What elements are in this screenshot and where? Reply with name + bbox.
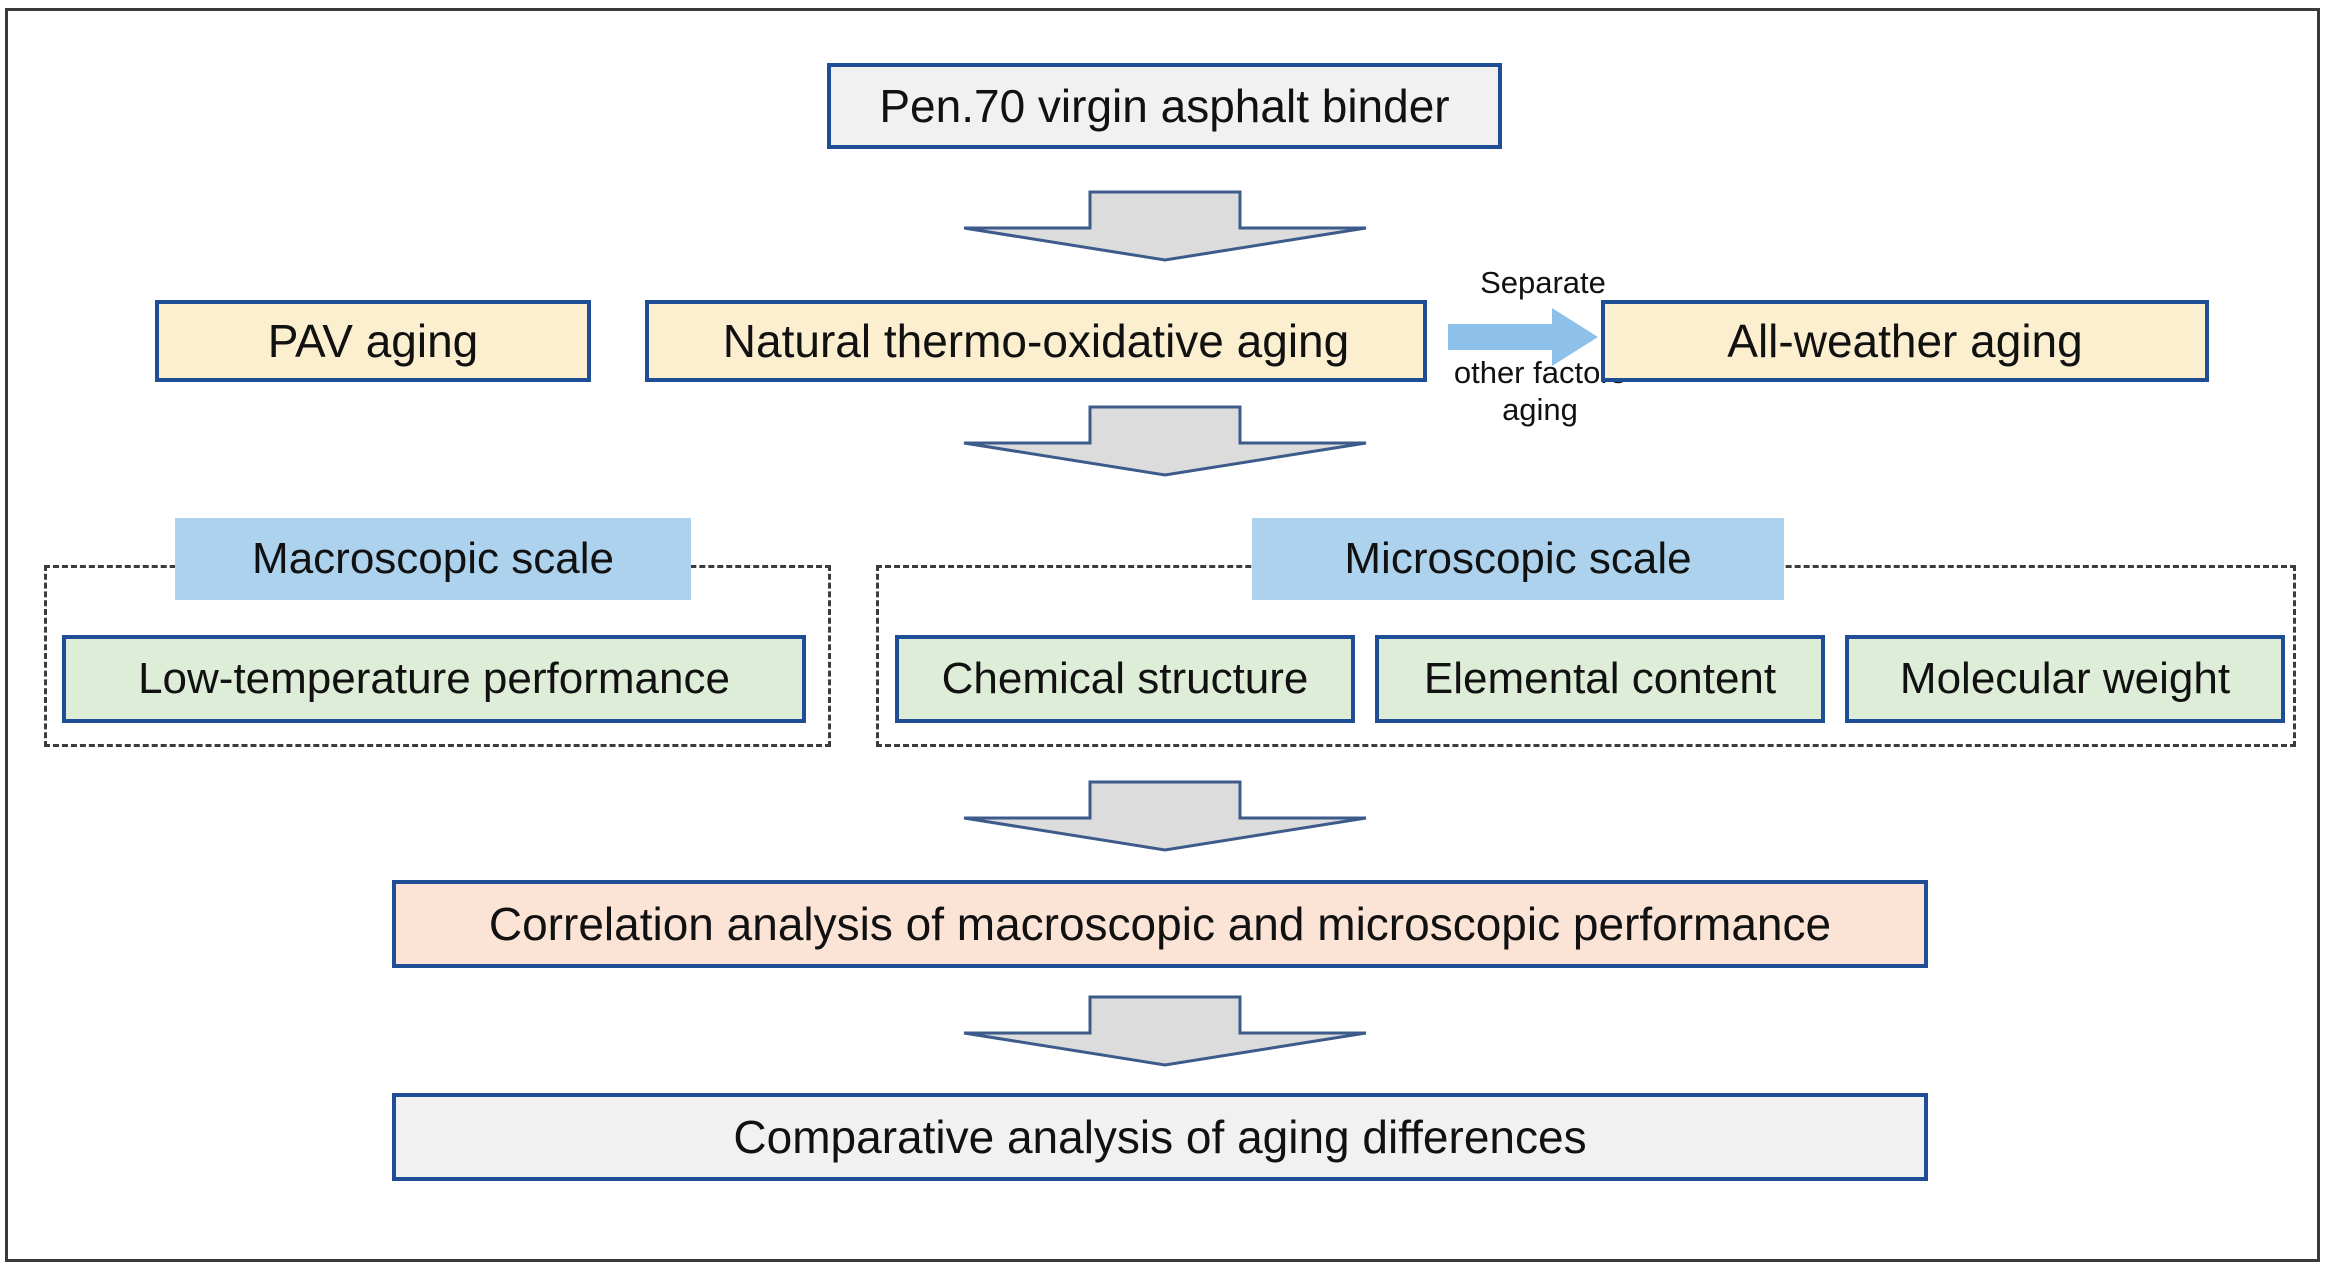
node-comparative-analysis[interactable]: Comparative analysis of aging difference… xyxy=(392,1093,1928,1181)
node-virgin-binder[interactable]: Pen.70 virgin asphalt binder xyxy=(827,63,1502,149)
separator-label-below-line1: other factors xyxy=(1453,355,1627,390)
right-arrow-icon xyxy=(1448,308,1598,366)
node-natural-thermo-oxidative-aging[interactable]: Natural thermo-oxidative aging xyxy=(645,300,1427,382)
node-correlation-analysis[interactable]: Correlation analysis of macroscopic and … xyxy=(392,880,1928,968)
node-pav-aging[interactable]: PAV aging xyxy=(155,300,591,382)
separator-label-below-line2: aging xyxy=(1502,392,1578,427)
down-arrow-icon-1 xyxy=(960,190,1370,262)
down-arrow-icon-3 xyxy=(960,780,1370,852)
node-low-temperature-performance[interactable]: Low-temperature performance xyxy=(62,635,806,723)
node-chemical-structure[interactable]: Chemical structure xyxy=(895,635,1355,723)
node-all-weather-aging[interactable]: All-weather aging xyxy=(1601,300,2209,382)
group-header-microscopic-scale: Microscopic scale xyxy=(1252,518,1784,600)
down-arrow-icon-4 xyxy=(960,995,1370,1067)
group-header-macroscopic-scale: Macroscopic scale xyxy=(175,518,691,600)
down-arrow-icon-2 xyxy=(960,405,1370,477)
node-molecular-weight[interactable]: Molecular weight xyxy=(1845,635,2285,723)
separator-label-above: Separate xyxy=(1480,265,1606,300)
node-elemental-content[interactable]: Elemental content xyxy=(1375,635,1825,723)
